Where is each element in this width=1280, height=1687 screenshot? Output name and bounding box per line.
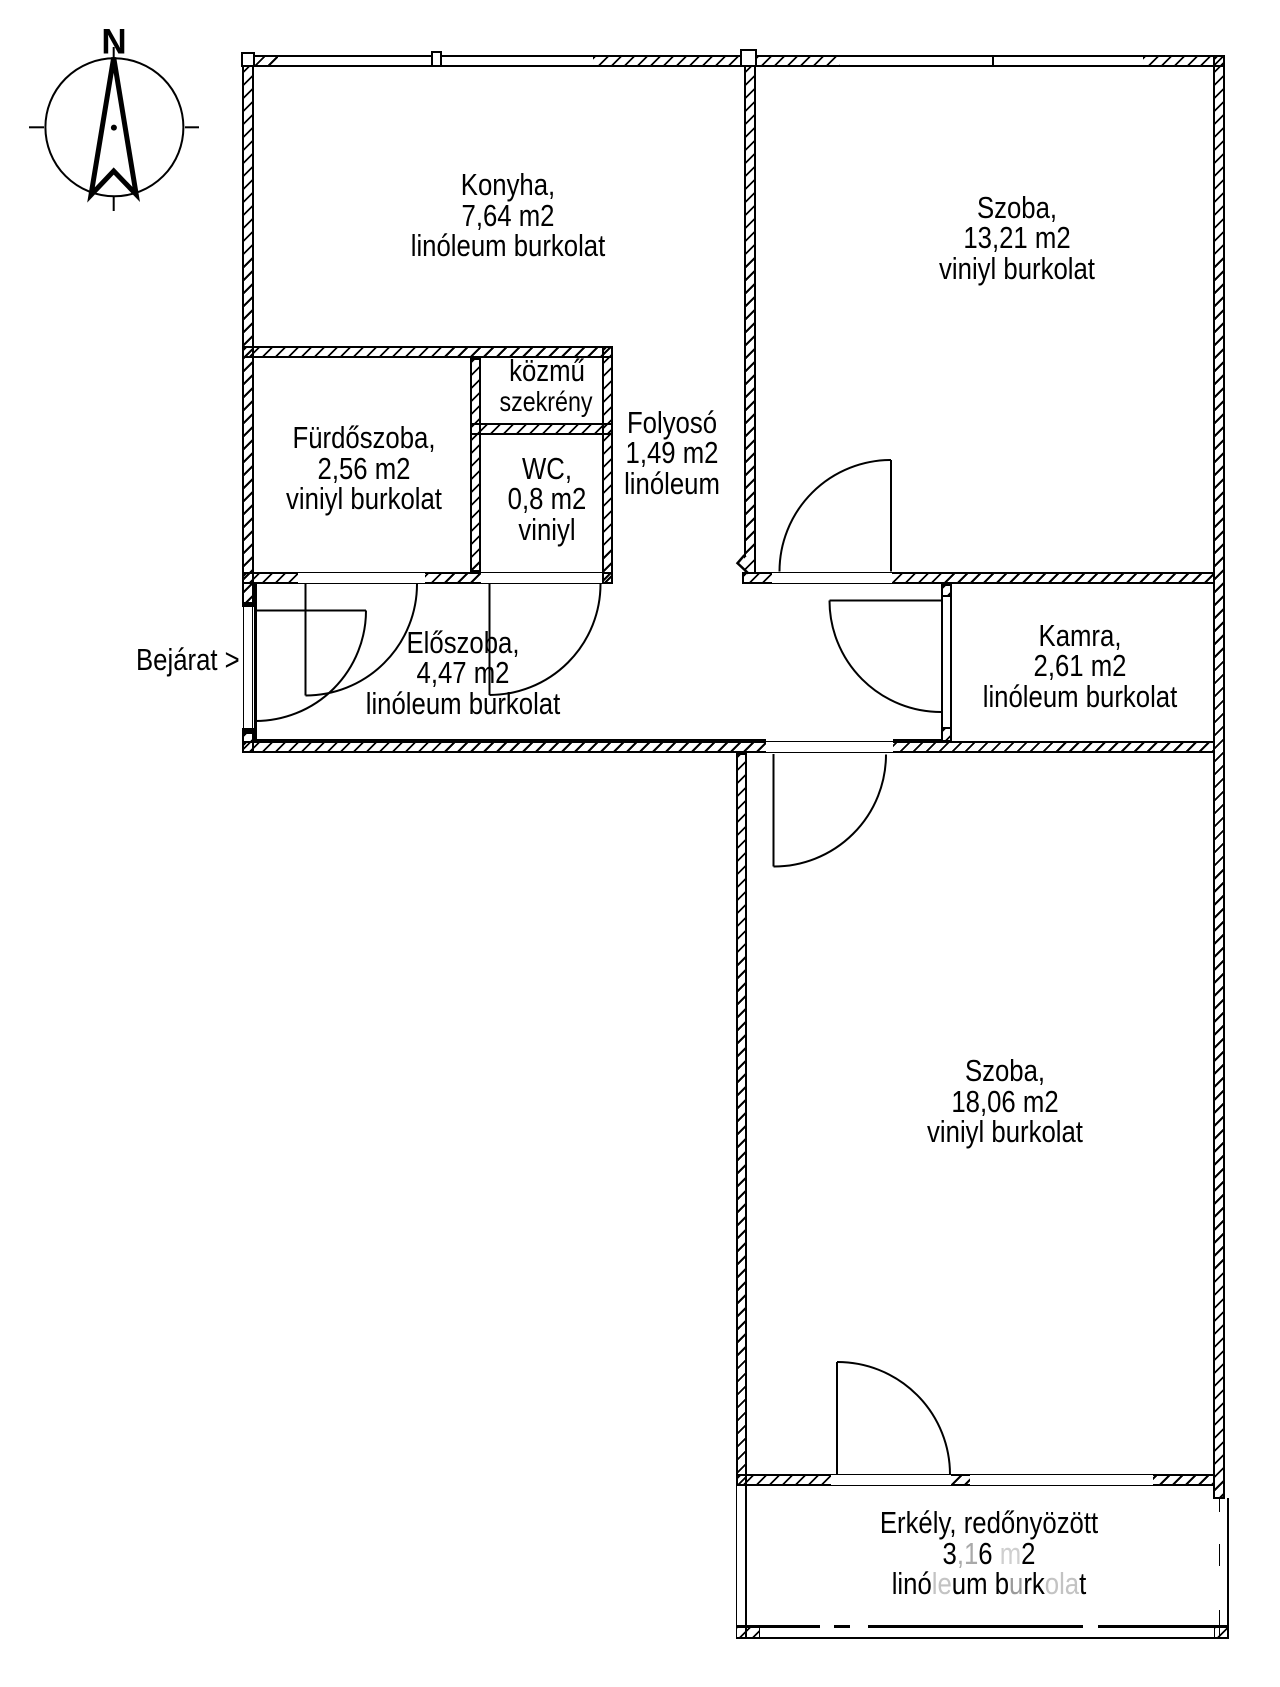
svg-text:N: N <box>101 23 126 62</box>
